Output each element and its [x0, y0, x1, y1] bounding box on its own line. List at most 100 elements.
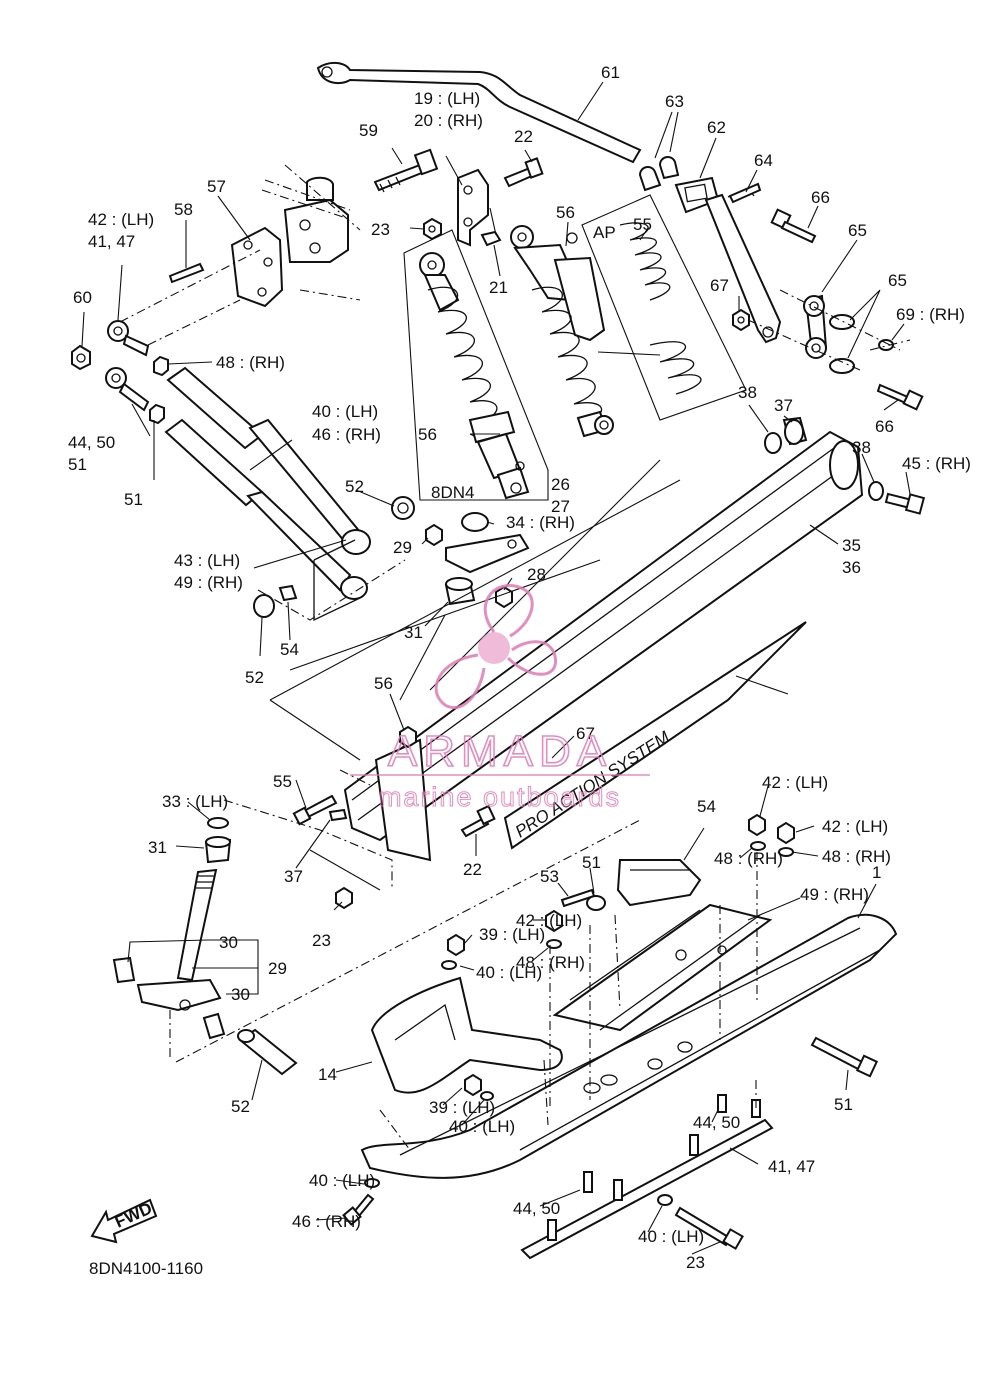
callout-35: 37 [284, 867, 303, 886]
callout-65-top: 66 [811, 188, 830, 207]
callout-55: 57 [207, 177, 226, 196]
callout-9-c: 48 : (RH) [516, 953, 585, 972]
callout-12: 51 [834, 1095, 853, 1114]
cap-32 [461, 512, 489, 532]
model-label: 8DN4 [431, 483, 474, 502]
spindle-28 [136, 868, 222, 1012]
callout-10: 49 : (RH) [800, 885, 869, 904]
bolt-3 [674, 1206, 744, 1250]
callout-65-bottom: 66 [875, 417, 894, 436]
callout-58: 60 [73, 288, 92, 307]
callout-34: 36 [842, 558, 861, 577]
nut-41 [153, 355, 169, 377]
assembly-lines [223, 459, 681, 891]
callout-53: 55 [273, 772, 292, 791]
callout-42: 43 : (LH) [174, 551, 240, 570]
callout-40: 41, 47 [88, 232, 135, 251]
callout-1: 1 [872, 863, 881, 882]
grease-nipple-35 [328, 808, 348, 822]
collar-30 [204, 836, 232, 864]
callout-36: 37 [774, 396, 793, 415]
callout-54: 56 [374, 674, 393, 693]
shock-absorber-right [510, 225, 614, 438]
callout-4-top: 39 : (LH) [479, 925, 545, 944]
shock-bracket [457, 157, 544, 247]
collar-14 [237, 1028, 298, 1076]
callout-18-left: 56 [418, 425, 437, 444]
callout-14: 52 [231, 1097, 250, 1116]
nut-4-top [447, 933, 465, 957]
main-rail [343, 430, 864, 862]
shock-absorber-box [403, 229, 549, 501]
callout-15: 53 [540, 867, 559, 886]
callout-29-a: 30 [219, 933, 238, 952]
bushing-29 [112, 956, 226, 1040]
nut-58 [71, 344, 91, 371]
callout-61: 63 [665, 92, 684, 111]
callout-64: 65 [888, 271, 907, 290]
collar-52 [278, 584, 298, 602]
callout-39: 40 : (LH) [312, 402, 378, 421]
callout-48: 49 : (RH) [174, 573, 243, 592]
callout-26: 28 [527, 565, 546, 584]
rod-end-40 [107, 320, 150, 357]
callout-41-47: 48 : (RH) [216, 353, 285, 372]
callout-49: 51 [68, 455, 87, 474]
callout-44-50: 51 [124, 490, 143, 509]
collars-64 [829, 314, 855, 374]
washer-67 [878, 339, 894, 351]
bolt-53 [292, 794, 338, 826]
callout-9-a: 48 : (RH) [714, 849, 783, 868]
callout-38: 45 : (RH) [902, 454, 971, 473]
nut-54 [399, 725, 417, 749]
bushing-51-top [391, 496, 415, 520]
washers-9 [546, 841, 794, 949]
dash-lines-right [747, 289, 911, 371]
washer-37 [764, 432, 782, 454]
studs-11 [547, 1094, 761, 1241]
ap-label: AP [593, 223, 616, 242]
nut-66-right [732, 308, 750, 332]
rod-end-43 [105, 367, 150, 412]
callout-20: 20 : (RH) [414, 111, 483, 130]
callout-27: 29 [393, 538, 412, 557]
bolt-38 [884, 492, 926, 515]
propeller-logo [434, 584, 557, 709]
callout-45: 46 : (RH) [312, 425, 381, 444]
callout-43: 44, 50 [68, 433, 115, 452]
washer-5-bottom [364, 1178, 673, 1206]
plate-10 [552, 903, 773, 1032]
callout-4-bottom: 39 : (LH) [429, 1098, 495, 1117]
callout-37-b: 38 [852, 438, 871, 457]
callout-8-c: 42 : (LH) [516, 911, 582, 930]
callout-59: 61 [601, 63, 620, 82]
washer-37-b [868, 481, 884, 501]
bolt-12 [810, 1036, 879, 1078]
callout-16: 54 [697, 797, 716, 816]
bushing-51-bottom [253, 594, 275, 618]
callout-23-top: 23 [371, 220, 390, 239]
ski-mount-2 [370, 976, 563, 1094]
callout-5-mid: 40 : (LH) [449, 1117, 515, 1136]
callout-24: 26 [551, 475, 570, 494]
nut-44 [149, 403, 165, 425]
callout-3: 23 [686, 1253, 705, 1272]
bolt-57 [373, 148, 439, 193]
callout-33: 35 [842, 536, 861, 555]
callout-57: 59 [359, 121, 378, 140]
callout-9-b: 48 : (RH) [822, 847, 891, 866]
callout-31: 33 : (LH) [162, 792, 228, 811]
callout-51-bottom: 52 [245, 668, 264, 687]
callout-37-a: 38 [738, 383, 757, 402]
bolt-22-bottom [460, 804, 496, 838]
callout-5-bottom: 40 : (LH) [638, 1227, 704, 1246]
callout-62: 64 [754, 151, 773, 170]
ski-dash-lines [169, 819, 758, 1151]
callout-60: 62 [707, 118, 726, 137]
stabilizer-bar [316, 62, 642, 164]
spring-box [581, 194, 747, 421]
shock-absorber-left [419, 252, 530, 500]
callout-8-b: 42 : (LH) [822, 817, 888, 836]
rear-bracket [230, 164, 361, 308]
